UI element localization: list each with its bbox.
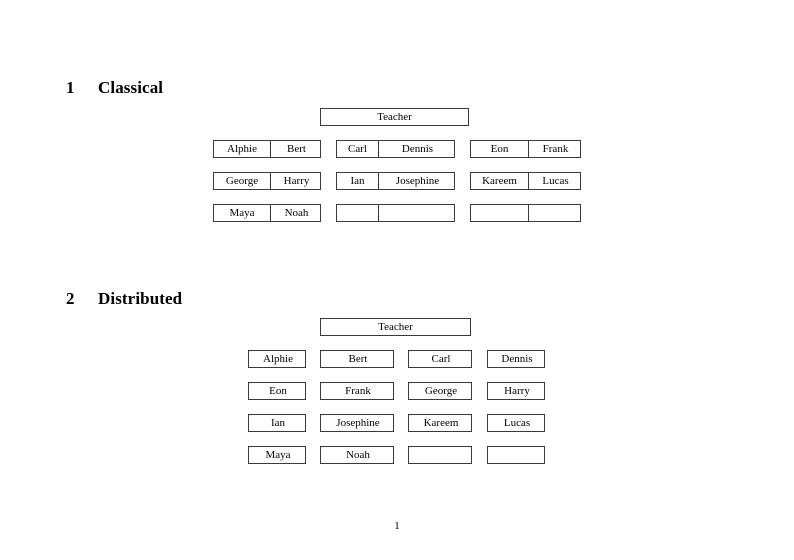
name-cell: Josephine <box>378 173 456 189</box>
student-group-box <box>408 446 472 464</box>
name-cell: Ian <box>270 416 286 429</box>
student-row: Alphie Bert Carl Dennis Eon Frank <box>0 140 794 158</box>
name-cell: Dennis <box>501 352 533 365</box>
empty-cell <box>471 205 528 221</box>
student-group-box: Lucas <box>487 414 545 432</box>
name-cell: Lucas <box>528 173 582 189</box>
student-group-box: Maya <box>248 446 306 464</box>
student-row: Ian Josephine Kareem Lucas <box>0 414 794 432</box>
student-group-box: Frank <box>320 382 394 400</box>
student-group-box: Josephine <box>320 414 394 432</box>
name-cell: Maya <box>229 206 255 219</box>
section-number: 1 <box>66 78 75 98</box>
name-cell: George <box>424 384 458 397</box>
name-cell: Harry <box>504 384 530 397</box>
student-group-box: George Harry <box>213 172 321 190</box>
teacher-row: Teacher <box>0 318 794 336</box>
name-cell: Dennis <box>378 141 456 157</box>
teacher-box: Teacher <box>320 318 471 336</box>
section-heading-distributed: 2 Distributed <box>66 289 182 309</box>
student-group-box: Alphie <box>248 350 306 368</box>
name-cell: Teacher <box>378 320 413 333</box>
empty-cell <box>528 205 582 221</box>
section-heading-classical: 1 Classical <box>66 78 163 98</box>
section-title: Distributed <box>98 289 183 309</box>
section-number: 2 <box>66 289 75 309</box>
student-row: Eon Frank George Harry <box>0 382 794 400</box>
student-group-box: Ian Josephine <box>336 172 455 190</box>
student-group-box: Bert <box>320 350 394 368</box>
student-group-box: Kareem Lucas <box>470 172 581 190</box>
section-title: Classical <box>98 78 164 98</box>
name-cell: Kareem <box>482 174 517 187</box>
name-cell: Alphie <box>263 352 293 365</box>
name-cell: Maya <box>265 448 291 461</box>
name-cell: Eon <box>490 142 509 155</box>
student-group-box: Noah <box>320 446 394 464</box>
page-number: 1 <box>394 520 400 532</box>
empty-cell <box>378 205 456 221</box>
teacher-row: Teacher <box>0 108 794 126</box>
name-cell: Ian <box>350 174 365 187</box>
student-group-box: Maya Noah <box>213 204 321 222</box>
student-group-box: Eon <box>248 382 306 400</box>
student-row: Alphie Bert Carl Dennis <box>0 350 794 368</box>
student-group-box: Alphie Bert <box>213 140 321 158</box>
name-cell: Eon <box>269 384 287 397</box>
name-cell: Noah <box>270 205 322 221</box>
student-group-box: Eon Frank <box>470 140 581 158</box>
student-group-box <box>470 204 581 222</box>
name-cell: Harry <box>270 173 322 189</box>
name-cell: Josephine <box>336 416 380 429</box>
teacher-box: Teacher <box>320 108 469 126</box>
empty-cell <box>337 205 378 221</box>
student-group-box <box>487 446 545 464</box>
student-group-box: Dennis <box>487 350 545 368</box>
student-row: George Harry Ian Josephine Kareem Lucas <box>0 172 794 190</box>
student-group-box: Kareem <box>408 414 472 432</box>
name-cell: Frank <box>528 141 582 157</box>
name-cell: Kareem <box>423 416 459 429</box>
student-group-box: Ian <box>248 414 306 432</box>
student-group-box <box>336 204 455 222</box>
name-cell: Bert <box>348 352 368 365</box>
student-group-box: George <box>408 382 472 400</box>
name-cell: Frank <box>345 384 371 397</box>
empty-cell <box>409 447 473 463</box>
name-cell: Teacher <box>377 110 412 123</box>
student-group-box: Harry <box>487 382 545 400</box>
name-cell: George <box>225 174 259 187</box>
empty-cell <box>488 447 546 463</box>
name-cell: Bert <box>270 141 322 157</box>
student-row: Maya Noah <box>0 204 794 222</box>
name-cell: Lucas <box>503 416 531 429</box>
student-row: Maya Noah <box>0 446 794 464</box>
name-cell: Alphie <box>227 142 257 155</box>
name-cell: Carl <box>431 352 451 365</box>
name-cell: Noah <box>346 448 370 461</box>
student-group-box: Carl <box>408 350 472 368</box>
name-cell: Carl <box>348 142 367 155</box>
student-group-box: Carl Dennis <box>336 140 455 158</box>
